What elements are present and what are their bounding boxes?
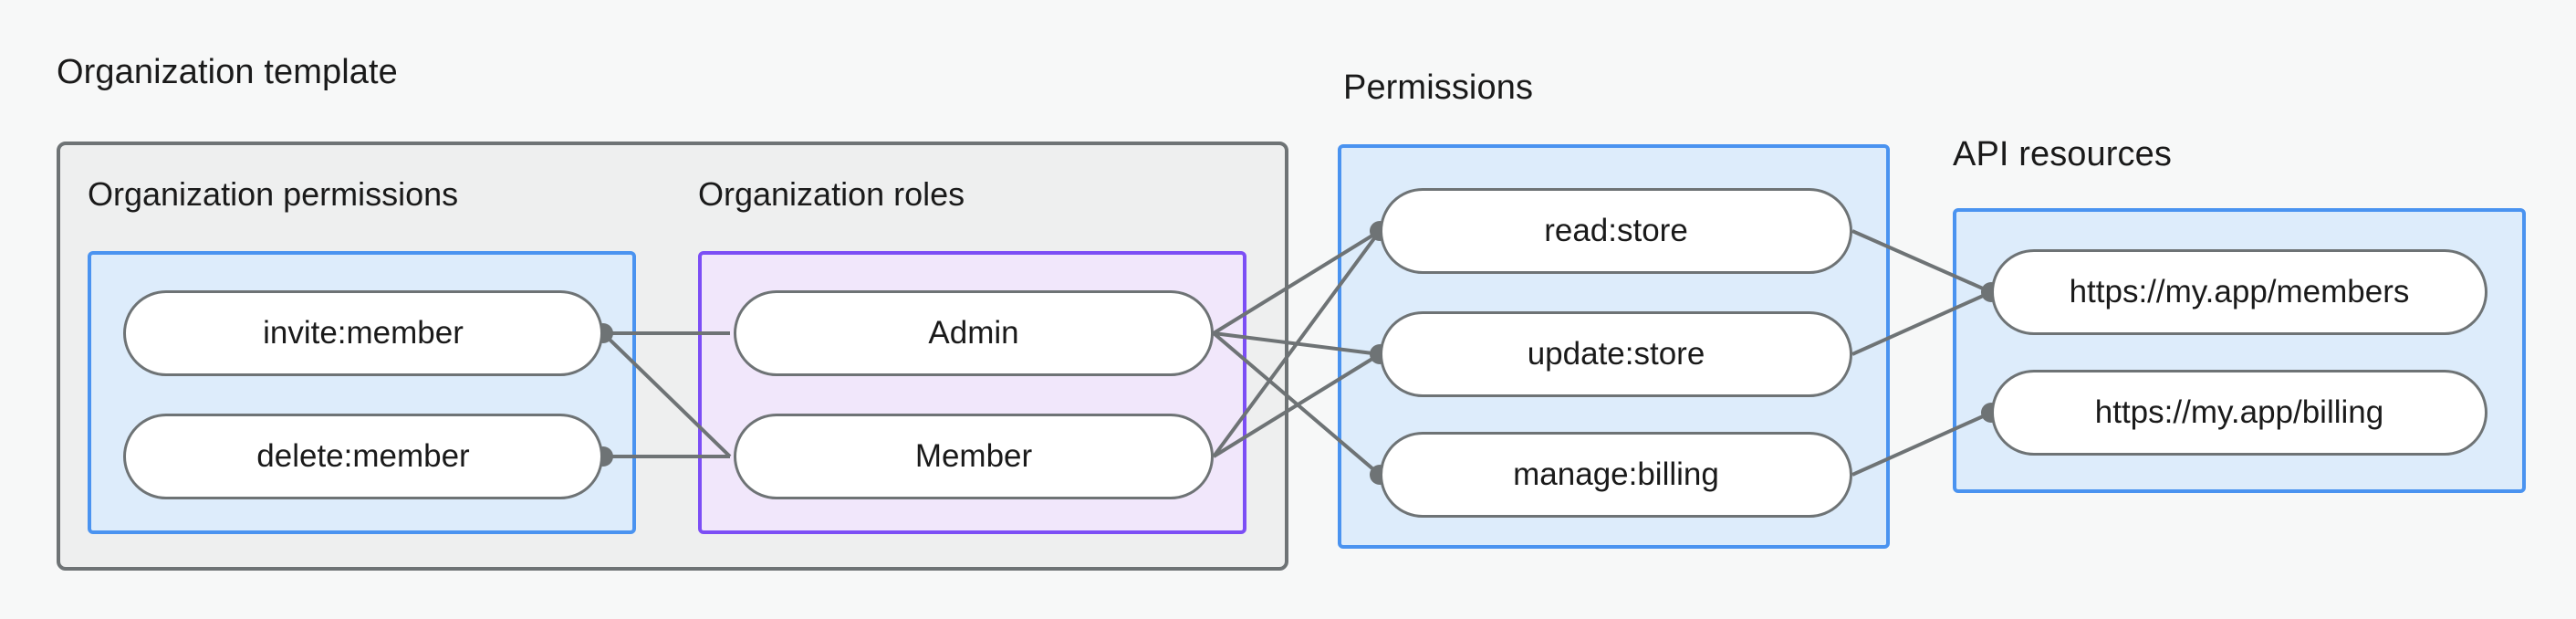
node-manage-billing[interactable]: manage:billing (1380, 432, 1852, 518)
node-invite-member[interactable]: invite:member (123, 290, 603, 376)
node-read-store[interactable]: read:store (1380, 188, 1852, 274)
group-title-organization-template: Organization template (57, 53, 398, 91)
subgroup-title-organization-permissions: Organization permissions (88, 175, 459, 213)
node-delete-member[interactable]: delete:member (123, 414, 603, 499)
group-title-permissions: Permissions (1343, 68, 1534, 107)
node-res-billing[interactable]: https://my.app/billing (1991, 370, 2487, 456)
node-admin[interactable]: Admin (734, 290, 1214, 376)
node-member[interactable]: Member (734, 414, 1214, 499)
node-res-members[interactable]: https://my.app/members (1991, 249, 2487, 335)
subgroup-title-organization-roles: Organization roles (698, 175, 965, 213)
node-update-store[interactable]: update:store (1380, 311, 1852, 397)
group-title-api-resources: API resources (1953, 135, 2172, 173)
